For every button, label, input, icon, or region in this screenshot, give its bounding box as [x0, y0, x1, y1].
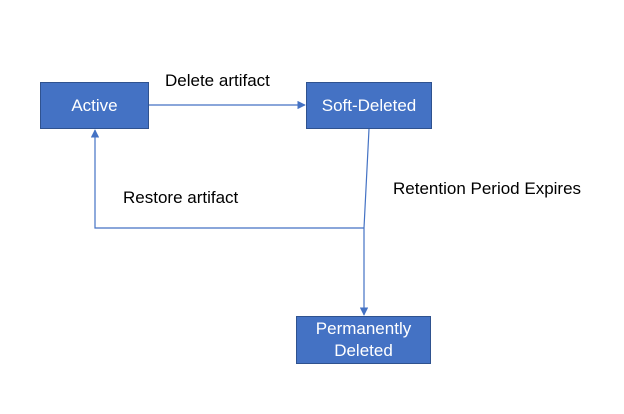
node-active-label: Active	[71, 95, 118, 115]
retention-arrow	[359, 128, 370, 316]
node-permanently-deleted: Permanently Deleted	[296, 316, 431, 364]
node-permanently-deleted-label: Permanently Deleted	[315, 319, 412, 360]
node-active: Active	[40, 82, 149, 129]
edge-label-delete: Delete artifact	[165, 71, 270, 90]
node-soft-deleted-label: Soft-Deleted	[321, 95, 417, 115]
node-soft-deleted: Soft-Deleted	[306, 82, 432, 129]
edge-label-restore: Restore artifact	[123, 188, 239, 207]
edge-label-retention: Retention Period Expires	[393, 179, 582, 198]
restore-arrow	[90, 129, 364, 229]
